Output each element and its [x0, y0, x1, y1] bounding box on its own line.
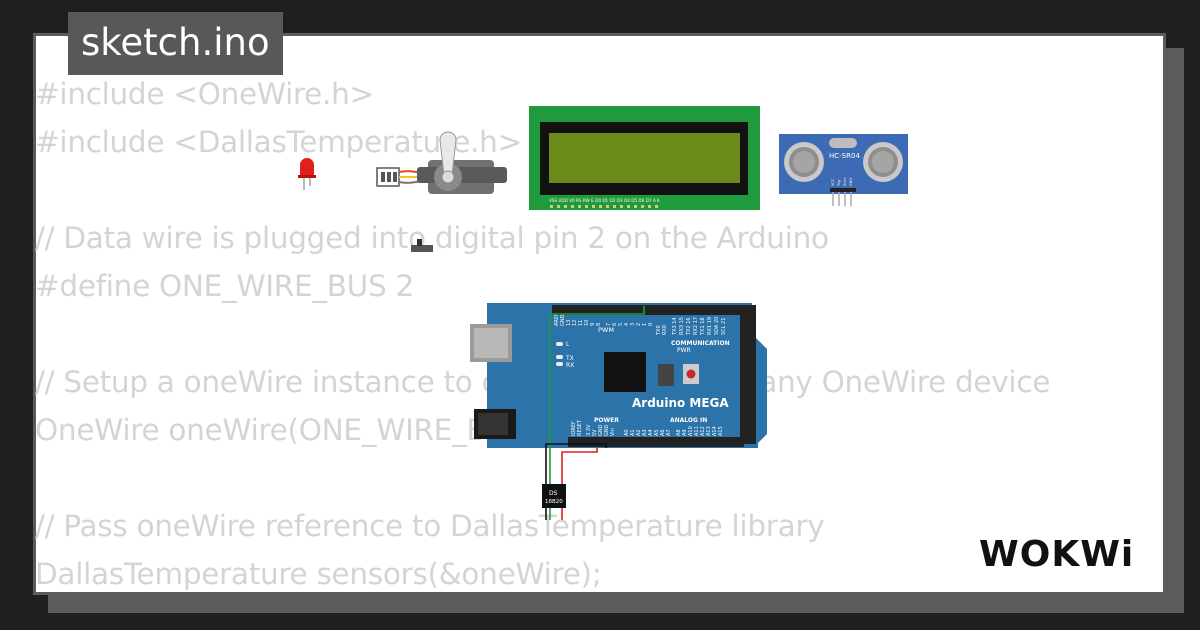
arduino-pin-tx1: TX1 18: [700, 317, 706, 336]
arduino-pin-9: 9: [590, 323, 596, 326]
arduino-pin-a13: A13: [706, 426, 712, 436]
sketch-filename-tab[interactable]: sketch.ino: [68, 12, 283, 75]
arduino-pin-11: 11: [578, 320, 584, 326]
arduino-pin-a6: A6: [660, 429, 666, 436]
code-line: // Data wire is plugged into digital pin…: [35, 221, 829, 255]
arduino-pin-rx1: RX1 19: [707, 317, 713, 335]
ultrasonic-pin-vcc: VCC: [831, 178, 835, 186]
arduino-pin-a11: A11: [694, 426, 700, 436]
slide-switch[interactable]: [411, 239, 433, 252]
arduino-pin-3: 3: [630, 323, 636, 326]
arduino-pin-a14: A14: [712, 426, 718, 436]
arduino-power-pin-labels: IOREF RESET 3.3V 5V GND GND Vin: [571, 419, 616, 436]
lcd-display[interactable]: VSS VDD V0 RS RW E D0 D1 D2 D3 D4 D5 D6 …: [529, 106, 760, 210]
arduino-pin-7: 7: [606, 323, 612, 326]
arduino-led-rx-label: RX: [566, 362, 574, 369]
code-line: #include <DallasTemperature.h>: [35, 125, 522, 159]
code-line: #define ONE_WIRE_BUS 2: [35, 269, 414, 303]
arduino-pin-5v: 5V: [592, 429, 598, 436]
arduino-pwm-label: PWM: [598, 326, 614, 334]
ultrasonic-sensor[interactable]: HC-SR04 VCC Trig Echo GND: [779, 134, 908, 206]
arduino-pwr-label: PWR: [677, 347, 691, 354]
wokwi-logo[interactable]: WOKWi: [977, 529, 1149, 575]
ds18b20-label-1: DS: [549, 490, 558, 497]
wire-ground-black: [545, 443, 607, 520]
ultrasonic-pin-gnd: GND: [849, 178, 853, 186]
arduino-pin-8: 8: [596, 323, 602, 326]
arduino-pin-reset: RESET: [577, 419, 583, 436]
arduino-led-tx-label: TX: [565, 355, 574, 362]
arduino-pin-a5: A5: [654, 429, 660, 436]
arduino-pin-13: 13: [566, 320, 572, 326]
arduino-pin-a3: A3: [642, 429, 648, 436]
arduino-pin-2: 2: [636, 323, 642, 326]
wokwi-logo-text: WOKWi: [979, 534, 1134, 575]
servo-motor[interactable]: [376, 131, 507, 194]
arduino-pin-0: 0: [648, 323, 654, 326]
arduino-pin-10: 10: [584, 320, 590, 326]
arduino-pin-scl: SCL 21: [721, 318, 727, 335]
code-line: // Pass oneWire reference to DallasTempe…: [35, 509, 825, 543]
arduino-pin-a1: A1: [630, 429, 636, 436]
arduino-pin-rx0: RX0: [662, 325, 668, 335]
arduino-comm-pin-labels: TX0 RX0 TX3 14 RX3 15 TX2 16 RX2 17 TX1 …: [656, 317, 727, 336]
arduino-pin-a9: A9: [682, 429, 688, 436]
arduino-pin-a7: A7: [666, 429, 672, 436]
arduino-analog-label: ANALOG IN: [670, 417, 707, 424]
ultrasonic-pin-trig: Trig: [837, 180, 841, 187]
arduino-pin-a12: A12: [700, 426, 706, 436]
arduino-pin-gnd-top: GND: [560, 314, 566, 326]
arduino-pin-a8: A8: [676, 429, 682, 436]
lcd-pin-labels: VSS VDD V0 RS RW E D0 D1 D2 D3 D4 D5 D6 …: [549, 198, 660, 203]
arduino-mega-board[interactable]: L TX RX PWR PWM COMMUNICATION POWER ANAL…: [470, 303, 767, 448]
arduino-pin-tx2: TX2 16: [686, 317, 692, 336]
red-led[interactable]: [298, 158, 316, 190]
arduino-pin-a0: A0: [624, 429, 630, 436]
arduino-pin-a10: A10: [688, 426, 694, 436]
arduino-pin-tx0: TX0: [656, 325, 662, 336]
ds18b20-sensor[interactable]: DS 18B20: [542, 484, 566, 508]
arduino-pin-1: 1: [642, 323, 648, 326]
arduino-pin-a2: A2: [636, 429, 642, 436]
arduino-pin-6: 6: [612, 323, 618, 326]
arduino-pin-sda: SDA 20: [714, 317, 720, 335]
wire-data-green: [549, 306, 645, 520]
arduino-pin-rx3: RX3 15: [679, 317, 685, 335]
arduino-pin-vin: Vin: [610, 428, 616, 436]
arduino-board-name: Arduino MEGA: [632, 396, 729, 410]
arduino-analog-pin-labels: A0 A1 A2 A3 A4 A5 A6 A7 A8 A9 A10 A11 A1…: [624, 426, 724, 436]
arduino-pin-4: 4: [624, 323, 630, 326]
code-line: DallasTemperature sensors(&oneWire);: [35, 557, 602, 591]
arduino-pin-gnd-2: GND: [604, 424, 610, 436]
arduino-led-l-label: L: [566, 341, 570, 348]
arduino-pin-a4: A4: [648, 429, 654, 436]
arduino-pin-5: 5: [618, 323, 624, 326]
lcd-pin-row: [550, 205, 658, 208]
ultrasonic-pin-echo: Echo: [843, 178, 847, 187]
arduino-pin-a15: A15: [718, 426, 724, 436]
arduino-pin-aref: AREF: [554, 313, 560, 326]
arduino-pin-12: 12: [572, 320, 578, 326]
arduino-power-label: POWER: [594, 417, 619, 424]
arduino-pin-rx2: RX2 17: [693, 317, 699, 335]
arduino-pin-ioref: IOREF: [571, 421, 577, 436]
ds18b20-label-2: 18B20: [545, 499, 563, 505]
arduino-pin-3v3: 3.3V: [586, 424, 592, 436]
arduino-pin-gnd-1: GND: [598, 424, 604, 436]
arduino-comm-label: COMMUNICATION: [671, 340, 730, 347]
sketch-filename: sketch.ino: [81, 21, 270, 64]
code-line: #include <OneWire.h>: [35, 77, 374, 111]
ultrasonic-label: HC-SR04: [829, 152, 860, 160]
arduino-pin-tx3: TX3 14: [672, 317, 678, 336]
arduino-top-pin-labels: AREF GND 13 12 11 10 9 8 7 6 5 4 3 2 1 0: [554, 313, 654, 326]
